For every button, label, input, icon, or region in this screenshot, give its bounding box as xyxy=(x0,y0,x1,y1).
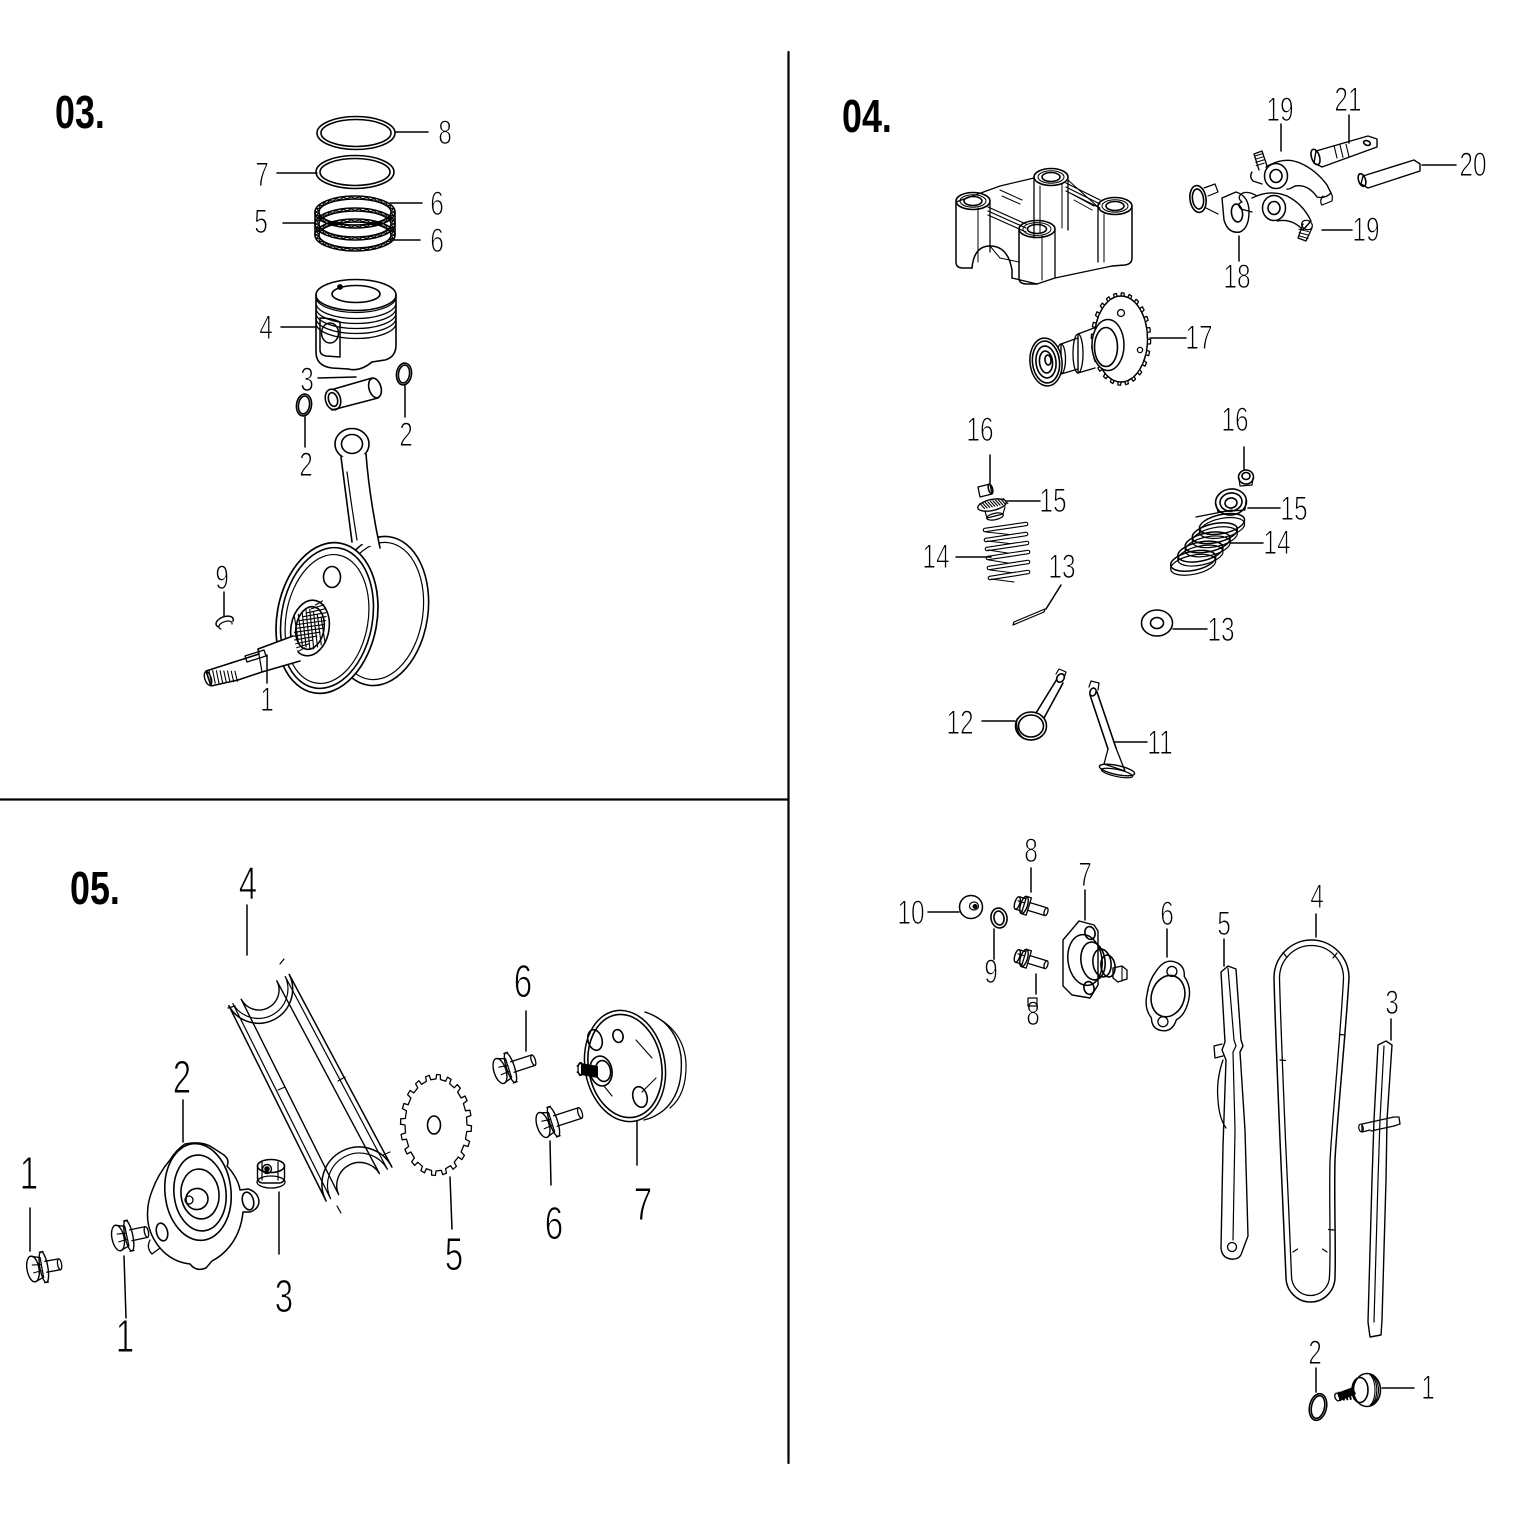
svg-text:4: 4 xyxy=(1310,878,1324,916)
svg-text:9: 9 xyxy=(984,953,998,991)
svg-text:3: 3 xyxy=(1385,984,1399,1022)
svg-text:14: 14 xyxy=(922,538,949,576)
svg-text:05.: 05. xyxy=(70,863,120,914)
svg-text:1: 1 xyxy=(20,1149,38,1199)
svg-text:2: 2 xyxy=(173,1053,191,1103)
svg-text:20: 20 xyxy=(1459,146,1486,184)
svg-text:6: 6 xyxy=(514,957,532,1007)
svg-text:9: 9 xyxy=(215,559,229,597)
svg-text:19: 19 xyxy=(1266,91,1293,129)
svg-text:13: 13 xyxy=(1207,611,1234,649)
svg-text:4: 4 xyxy=(259,309,273,347)
svg-text:21: 21 xyxy=(1334,81,1361,119)
svg-text:2: 2 xyxy=(1308,1334,1322,1372)
svg-text:04.: 04. xyxy=(842,91,892,142)
svg-text:5: 5 xyxy=(445,1230,463,1280)
svg-text:7: 7 xyxy=(634,1180,652,1230)
svg-text:8: 8 xyxy=(1024,832,1038,870)
svg-text:11: 11 xyxy=(1147,724,1172,762)
svg-text:6: 6 xyxy=(1160,895,1174,933)
svg-text:13: 13 xyxy=(1048,548,1075,586)
svg-text:5: 5 xyxy=(1217,905,1231,943)
svg-text:6: 6 xyxy=(430,185,444,223)
svg-text:3: 3 xyxy=(300,361,314,399)
svg-text:6: 6 xyxy=(430,222,444,260)
svg-text:19: 19 xyxy=(1352,211,1379,249)
svg-text:3: 3 xyxy=(275,1272,293,1322)
svg-text:1: 1 xyxy=(116,1312,134,1362)
svg-text:17: 17 xyxy=(1185,319,1212,357)
svg-text:7: 7 xyxy=(255,156,269,194)
svg-text:1: 1 xyxy=(1421,1369,1435,1407)
svg-text:15: 15 xyxy=(1280,490,1307,528)
svg-text:16: 16 xyxy=(966,411,993,449)
svg-text:12: 12 xyxy=(946,704,973,742)
svg-text:15: 15 xyxy=(1039,482,1066,520)
svg-text:6: 6 xyxy=(545,1199,563,1249)
svg-text:1: 1 xyxy=(260,681,274,719)
svg-text:5: 5 xyxy=(254,203,268,241)
svg-text:7: 7 xyxy=(1078,856,1092,894)
svg-text:8: 8 xyxy=(438,114,452,152)
svg-text:03.: 03. xyxy=(55,87,105,138)
svg-text:2: 2 xyxy=(399,416,413,454)
svg-text:14: 14 xyxy=(1263,524,1290,562)
svg-text:18: 18 xyxy=(1223,258,1250,296)
svg-text:2: 2 xyxy=(299,446,313,484)
svg-text:16: 16 xyxy=(1221,401,1248,439)
svg-text:10: 10 xyxy=(897,894,924,932)
svg-text:4: 4 xyxy=(239,859,257,909)
